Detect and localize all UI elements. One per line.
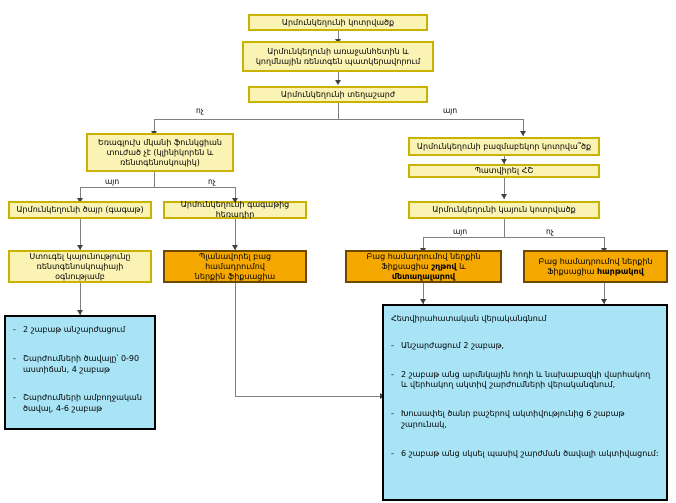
edge-split3-left <box>423 237 424 253</box>
arrow-n6-n9 <box>501 194 507 199</box>
edge-n6-n9 <box>504 178 505 199</box>
edge-n3-down <box>338 103 339 119</box>
arrow-n8-n11 <box>232 245 238 250</box>
edge-label-no-3: ոչ <box>546 227 554 236</box>
node-distal-to-tip[interactable]: Արմունկեղունի գագաթից հեռադիր <box>163 200 307 219</box>
right-outcome-list: Անշարժացում 2 շաբաթ, 2 շաբաթ անց արմնկայ… <box>391 341 659 460</box>
node-triceps-function-line2: տուժած չէ (կլինիկորեն և <box>106 147 214 157</box>
node-elbow-fracture[interactable]: Արմունկեղունի կոտրվածք <box>248 14 428 31</box>
right-outcome-box[interactable]: Հետվիրահատական վերականգնում Անշարժացում … <box>382 304 668 501</box>
n13-bold: հարթակով <box>597 266 644 276</box>
arrow-split1-right <box>520 131 526 136</box>
node-stable-fracture-label: Արմունկեղունի կայուն կոտրվածք <box>432 205 576 214</box>
node-comminuted-fracture[interactable]: Արմունկեղունի բազմաբեկոր կոտրվա՞ծք <box>408 137 600 156</box>
node-order-ct-label: Պատվիրել ՀՇ <box>474 166 534 175</box>
n12-mid: և <box>456 261 466 271</box>
list-item: Խուսափել ծանր բաշերով ակտիվությունից 6 շ… <box>391 409 659 431</box>
node-displacement[interactable]: Արմունկեղունի տեղաշարժ <box>248 86 428 103</box>
edge-n11-down <box>235 283 236 397</box>
edge-label-no-1: ոչ <box>196 106 204 115</box>
edge-label-yes-2: այո <box>105 177 120 186</box>
node-triceps-function-line3: ռենտգենոսկոպիկ) <box>120 157 200 167</box>
node-plan-orif-line2: ներքին ֆիքսացիա <box>194 271 276 281</box>
edge-n8-n11 <box>235 219 236 250</box>
edge-split2-left <box>80 187 81 203</box>
n13-pre: Ֆիքսացիա <box>547 266 598 276</box>
node-xray-imaging-line1: Արմունկեղունի առաջանհետին և <box>267 46 409 56</box>
edge-n10-outcome <box>80 283 81 316</box>
edge-n13-outcome <box>604 283 605 305</box>
edge-n2-n3 <box>338 72 339 83</box>
n12-bold-b: մետաղալարով <box>391 271 456 281</box>
n12-bold-a: շղթով <box>431 261 457 271</box>
arrow-n12-outcome <box>420 299 426 304</box>
node-orif-plate-line1: Բաց համադրումով ներքին <box>538 256 653 266</box>
node-orif-tension-band-line2: Ֆիքսացիա շղթով և մետաղալարով <box>351 262 496 282</box>
left-outcome-list: 2 շաբաթ անշարժացում Շարժումների ծավալը՝ … <box>13 325 147 415</box>
edge-split3 <box>423 237 604 238</box>
edge-split3-right <box>604 237 605 253</box>
edge-split2 <box>80 187 235 188</box>
edge-label-yes-3: այո <box>453 227 468 236</box>
node-orif-plate[interactable]: Բաց համադրումով ներքին Ֆիքսացիա հարթակով <box>523 250 668 283</box>
edge-n12-outcome <box>423 283 424 305</box>
node-olecranon-tip[interactable]: Արմունկեղունի ծայր (գագաթ) <box>8 201 152 219</box>
node-triceps-function[interactable]: Եռագլուխ մկանի ֆունկցիան տուժած չէ (կլին… <box>86 133 234 172</box>
edge-label-no-2: ոչ <box>208 177 216 186</box>
node-check-stability-line1: Ստուգել կայունությունը <box>29 251 131 261</box>
list-item: Շարժումների ամբողջական ծավալ, 4-6 շաբաթ <box>13 393 147 415</box>
list-item: Շարժումների ծավալը՝ 0-90 աստիճան, 4 շաբա… <box>13 354 147 376</box>
node-xray-imaging-line2: կողմնային ռենտգեն պատկերավորում <box>255 56 421 66</box>
right-outcome-header: Հետվիրահատական վերականգնում <box>391 314 547 323</box>
node-plan-orif[interactable]: Պլանավորել բաց համադրումով ներքին ֆիքսաց… <box>163 250 307 283</box>
arrow-split2-right <box>232 198 238 203</box>
arrow-n13-outcome <box>601 299 607 304</box>
edge-n1-n2 <box>338 31 339 41</box>
node-order-ct[interactable]: Պատվիրել ՀՇ <box>408 164 600 178</box>
edge-n11-right <box>235 396 385 397</box>
edge-n7-n10 <box>80 219 81 250</box>
node-orif-tension-band-line1: Բաց համադրումով ներքին <box>366 251 481 261</box>
node-comminuted-fracture-label: Արմունկեղունի բազմաբեկոր կոտրվա՞ծք <box>416 141 592 151</box>
left-outcome-box[interactable]: 2 շաբաթ անշարժացում Շարժումների ծավալը՝ … <box>4 315 156 430</box>
edge-n4-down <box>154 172 155 187</box>
edge-n9-down <box>504 219 505 237</box>
node-check-stability-line2: ռենտգենոսկոպիայի օգնությամբ <box>36 261 124 281</box>
list-item: 2 շաբաթ անց արմնկային հոդի և նախաբազկի վ… <box>391 370 659 392</box>
edge-split1-right <box>523 119 524 136</box>
n12-pre: Ֆիքսացիա <box>381 261 432 271</box>
list-item: Անշարժացում 2 շաբաթ, <box>391 341 659 352</box>
arrow-n5-n6 <box>501 159 507 164</box>
list-item: 6 շաբաթ անց սկսել պասիվ շարժման ծավալի ա… <box>391 449 659 460</box>
node-orif-plate-line2: Ֆիքսացիա հարթակով <box>547 267 644 277</box>
node-distal-to-tip-label: Արմունկեղունի գագաթից հեռադիր <box>180 200 290 219</box>
edge-split2-right <box>235 187 236 203</box>
node-elbow-fracture-label: Արմունկեղունի կոտրվածք <box>281 17 395 27</box>
edge-split1 <box>154 119 523 120</box>
node-stable-fracture[interactable]: Արմունկեղունի կայուն կոտրվածք <box>408 201 600 219</box>
list-item: 2 շաբաթ անշարժացում <box>13 325 147 336</box>
arrow-n7-n10 <box>77 245 83 250</box>
node-displacement-label: Արմունկեղունի տեղաշարժ <box>280 89 396 99</box>
node-triceps-function-line1: Եռագլուխ մկանի ֆունկցիան <box>98 137 222 147</box>
arrow-n2-n3 <box>335 80 341 85</box>
node-olecranon-tip-label: Արմունկեղունի ծայր (գագաթ) <box>16 205 144 214</box>
node-check-stability[interactable]: Ստուգել կայունությունը ռենտգենոսկոպիայի … <box>8 250 152 283</box>
edge-split1-left <box>154 119 155 136</box>
edge-label-yes-1: այո <box>443 106 458 115</box>
arrow-n10-outcome <box>77 310 83 315</box>
node-plan-orif-line1: Պլանավորել բաց համադրումով <box>198 251 272 271</box>
node-orif-tension-band[interactable]: Բաց համադրումով ներքին Ֆիքսացիա շղթով և … <box>345 250 502 283</box>
node-xray-imaging[interactable]: Արմունկեղունի առաջանհետին և կողմնային ռե… <box>242 41 434 72</box>
arrow-split2-left <box>77 198 83 203</box>
